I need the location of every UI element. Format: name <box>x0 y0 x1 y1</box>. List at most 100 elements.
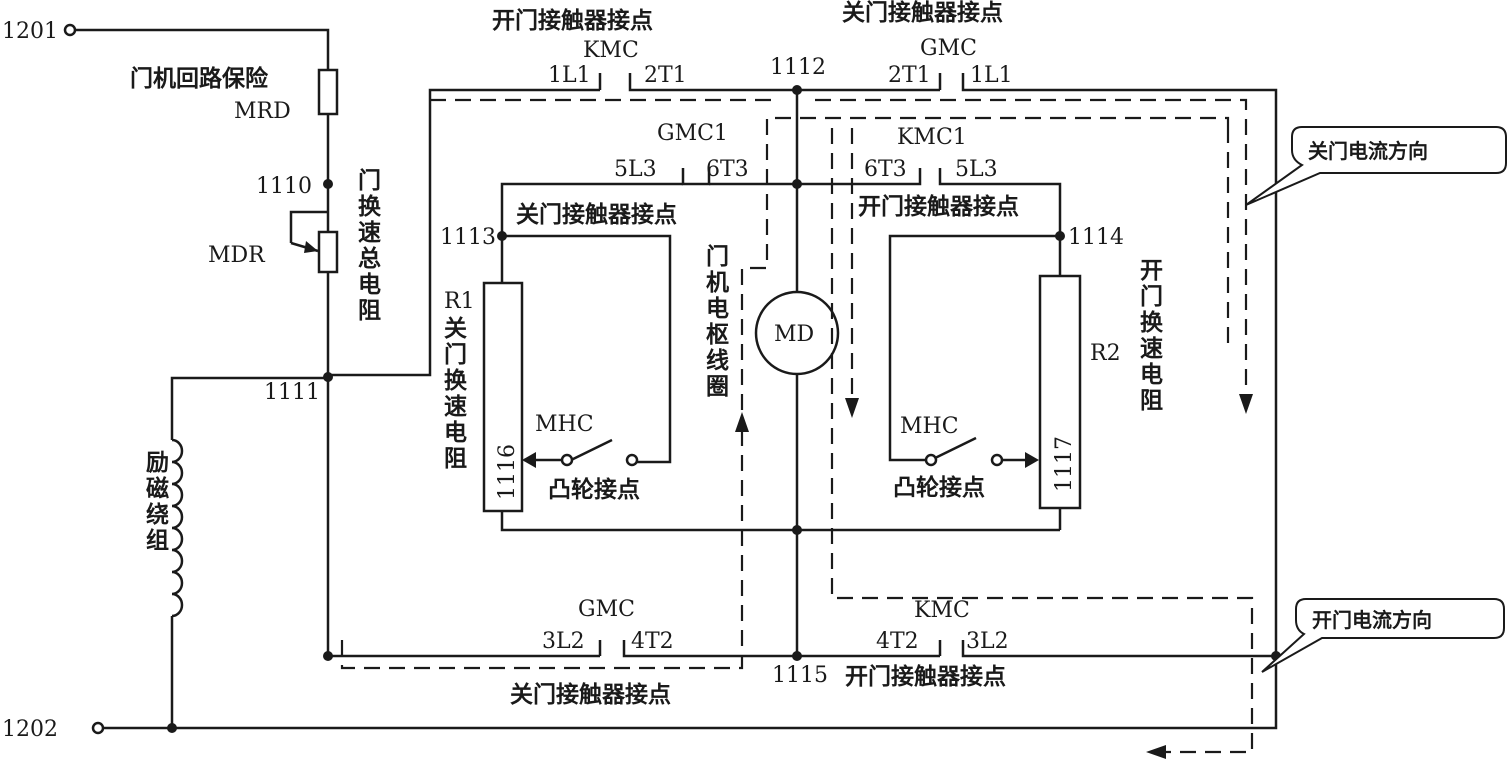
node-field-bottom-dot <box>167 723 177 733</box>
wire-1111-to-kmc <box>328 88 600 377</box>
gmc1-6t3: 6T3 <box>706 157 749 182</box>
wire-1201-to-fuse <box>76 28 330 70</box>
switch-mhc-left-blade <box>566 438 613 464</box>
current-paths <box>340 98 1254 759</box>
callout-close-current-text: 关门电流方向 <box>1308 139 1428 163</box>
top-close-contact-label: 关门接触器接点 <box>842 0 1003 26</box>
contact-kmc1-wire <box>938 168 1062 236</box>
callouts: 关门电流方向 开门电流方向 <box>1245 126 1507 673</box>
close-current-top-path <box>430 98 1248 408</box>
node-1111-label: 1111 <box>264 380 320 405</box>
top-gmc-label: GMC <box>920 36 977 61</box>
mdr-tap-wire <box>289 210 328 243</box>
resistor-r2 <box>1038 274 1082 510</box>
top-gmc-1l1: 1L1 <box>970 63 1013 88</box>
wire-gmc1-left <box>500 182 683 236</box>
kmc1-label: KMC1 <box>897 125 967 150</box>
gmc1-label: GMC1 <box>657 121 728 146</box>
close-current-arrow-right <box>1239 394 1253 414</box>
bottom-kmc-label: KMC <box>914 598 970 623</box>
fuse-code-label: MRD <box>234 99 291 124</box>
r2-name-label: 开门换速电阻 <box>1140 258 1164 414</box>
r2-label: R2 <box>1090 341 1121 366</box>
callout-open-current-text: 开门电流方向 <box>1312 608 1432 632</box>
resistor-mdr <box>317 230 339 274</box>
node-1110-dot <box>323 179 333 189</box>
gmc1-5l3: 5L3 <box>614 157 657 182</box>
motor-label: MD <box>774 322 814 347</box>
bottom-gmc-3l2: 3L2 <box>542 629 585 654</box>
mhc-right-label: MHC <box>900 414 959 439</box>
node-1111-dot <box>323 372 333 382</box>
field-winding-label: 励磁绕组 <box>146 450 169 554</box>
fuse-mrd <box>317 68 339 116</box>
terminal-1202-label: 1202 <box>2 717 58 742</box>
node-1113-dot <box>497 231 507 241</box>
bottom-kmc-3l2: 3L2 <box>966 629 1009 654</box>
contact-gmc-4t2-wire <box>622 640 940 658</box>
node-bus-dot <box>792 525 802 535</box>
node-1114-dot <box>1055 231 1065 241</box>
switch-mhc-right-blade <box>930 436 977 462</box>
kmc1-5l3: 5L3 <box>955 157 998 182</box>
mid-open-contact-label: 开门接触器接点 <box>858 193 1019 220</box>
bottom-gmc-label: GMC <box>578 597 635 622</box>
terminal-1201-label: 1201 <box>2 19 58 44</box>
junction-dots <box>63 23 1281 735</box>
node-1112-dot <box>792 85 802 95</box>
r1-label: R1 <box>444 289 475 314</box>
contact-gmc1 <box>681 168 711 186</box>
callout-open-current-bubble <box>1261 598 1505 673</box>
mid-close-contact-label: 关门接触器接点 <box>516 201 677 228</box>
armature-label: 门机电枢线圈 <box>706 243 729 400</box>
bottom-gmc-4t2: 4T2 <box>631 629 674 654</box>
top-kmc-label: KMC <box>583 38 639 63</box>
mdr-tap-arrowhead <box>304 241 318 253</box>
top-open-contact-label: 开门接触器接点 <box>492 7 653 34</box>
close-current-bottom-path <box>340 420 744 670</box>
callout-close-current-bubble <box>1245 126 1507 206</box>
node-1110-label: 1110 <box>256 174 312 199</box>
terminal-1201 <box>63 23 77 37</box>
wire-1114-loop <box>888 234 1060 462</box>
node-left-bottom-dot <box>323 651 333 661</box>
top-gmc-2t1: 2T1 <box>888 63 931 88</box>
r1-name-label: 关门换速电阻 <box>444 315 468 472</box>
bottom-kmc-4t2: 4T2 <box>876 629 919 654</box>
close-current-armature-path <box>740 116 1230 410</box>
r2-tap-arrow <box>1025 452 1039 468</box>
node-1114-label: 1114 <box>1068 225 1124 250</box>
fuse-name-label: 门机回路保险 <box>130 65 269 92</box>
open-current-path <box>830 128 1254 754</box>
mdr-code-label: MDR <box>208 243 266 268</box>
cam-left-label: 凸轮接点 <box>548 476 640 503</box>
node-1117-label: 1117 <box>1052 436 1077 492</box>
switch-mhc-right-pivot <box>924 453 938 467</box>
wire-gmc1-to-kmc1 <box>709 168 922 186</box>
open-current-arrow-left <box>1146 745 1166 759</box>
node-1113-label: 1113 <box>440 225 496 250</box>
switch-mhc-right-contact <box>990 453 1004 467</box>
node-1115-dot <box>792 651 802 661</box>
top-kmc-1l1: 1L1 <box>548 63 591 88</box>
wire-1202-bus <box>104 656 1278 730</box>
kmc1-6t3: 6T3 <box>864 157 907 182</box>
contact-kmc-2t1-wire <box>628 73 940 92</box>
switch-mhc-left-pivot <box>560 453 574 467</box>
wire-1111-to-field <box>170 376 328 440</box>
wire-1113-loop <box>502 234 672 464</box>
contact-kmc-3l2-wire <box>961 640 1276 658</box>
resistor-r1 <box>482 281 524 513</box>
switch-mhc-left-contact <box>625 453 639 467</box>
top-kmc-2t1: 2T1 <box>644 63 687 88</box>
node-1112-label: 1112 <box>770 55 826 80</box>
bottom-open-contact-label: 开门接触器接点 <box>845 663 1006 690</box>
terminal-1202 <box>91 721 105 735</box>
wire-bottom-bus <box>500 511 1060 532</box>
node-1115-label: 1115 <box>772 663 828 688</box>
mhc-left-label: MHC <box>535 412 594 437</box>
field-winding-coil <box>171 438 184 618</box>
node-1116-label: 1116 <box>495 444 520 500</box>
